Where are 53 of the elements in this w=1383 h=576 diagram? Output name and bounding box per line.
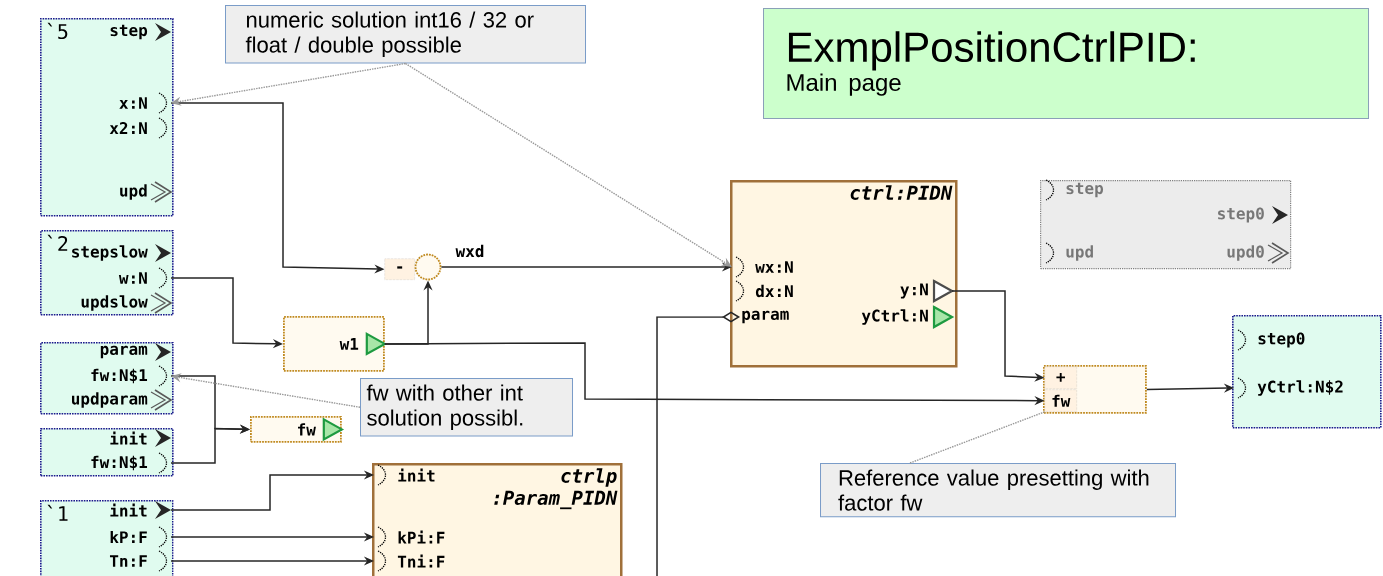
note-box: Reference value presetting with factor fw: [820, 463, 1176, 518]
port: step: [110, 23, 171, 41]
port: upd: [120, 181, 173, 203]
node-label: yCtrl:N: [861, 309, 928, 325]
note-box: fw with other int solution possibl.: [360, 378, 573, 437]
function-box: fw: [250, 416, 345, 443]
port: wx:N: [735, 256, 793, 278]
node-label: param: [100, 345, 148, 359]
title-box: ExmplPositionCtrlPID: Main page: [763, 8, 1369, 119]
leader-line: [909, 411, 1046, 464]
port: step0: [1218, 206, 1288, 224]
function-box: w1: [283, 316, 388, 372]
port: fw:N$1: [91, 452, 168, 474]
port: step0: [1237, 329, 1305, 351]
node-label: y:N: [900, 283, 928, 299]
block-box: [1040, 180, 1292, 270]
port: fw:N$1: [91, 365, 168, 387]
junction-circle: [414, 253, 442, 281]
port: updslow: [81, 292, 173, 314]
port: upd0: [1227, 242, 1290, 264]
port: upd: [1045, 242, 1093, 264]
port: dx:N: [735, 280, 793, 302]
port: yCtrl:N$2: [1237, 377, 1343, 399]
port: param: [100, 343, 171, 361]
node-label: step: [110, 24, 148, 40]
leader-line: [404, 62, 732, 267]
port: stepslow: [72, 244, 171, 262]
block-box: [1232, 315, 1382, 429]
port: kPi:F: [377, 526, 445, 548]
port: w:N: [118, 267, 168, 289]
port: param: [742, 310, 789, 324]
operator-box: -: [384, 258, 415, 280]
port: Tni:F: [377, 550, 445, 572]
port: Tn:F: [110, 550, 168, 572]
port: y:N: [900, 279, 955, 303]
node-label: stepslow: [72, 245, 148, 261]
port: yCtrl:N: [861, 305, 955, 329]
port: x:N: [119, 92, 168, 114]
port: step: [1045, 179, 1104, 201]
edge-label: wxd: [454, 243, 486, 259]
node-label: init: [110, 431, 147, 445]
node-label: step0: [1218, 207, 1264, 223]
note-box: numeric solution int16 / 32 or float / double possible: [225, 5, 586, 64]
connector-arrow: [656, 311, 740, 576]
port: init: [377, 464, 435, 486]
block-box: [40, 428, 174, 477]
port: updparam: [72, 389, 173, 411]
node-label: init: [110, 503, 147, 517]
port: kP:F: [110, 526, 168, 548]
block-box: [40, 342, 174, 415]
port: x2:N: [109, 117, 168, 139]
port: init: [110, 501, 171, 519]
port: init: [110, 429, 171, 447]
